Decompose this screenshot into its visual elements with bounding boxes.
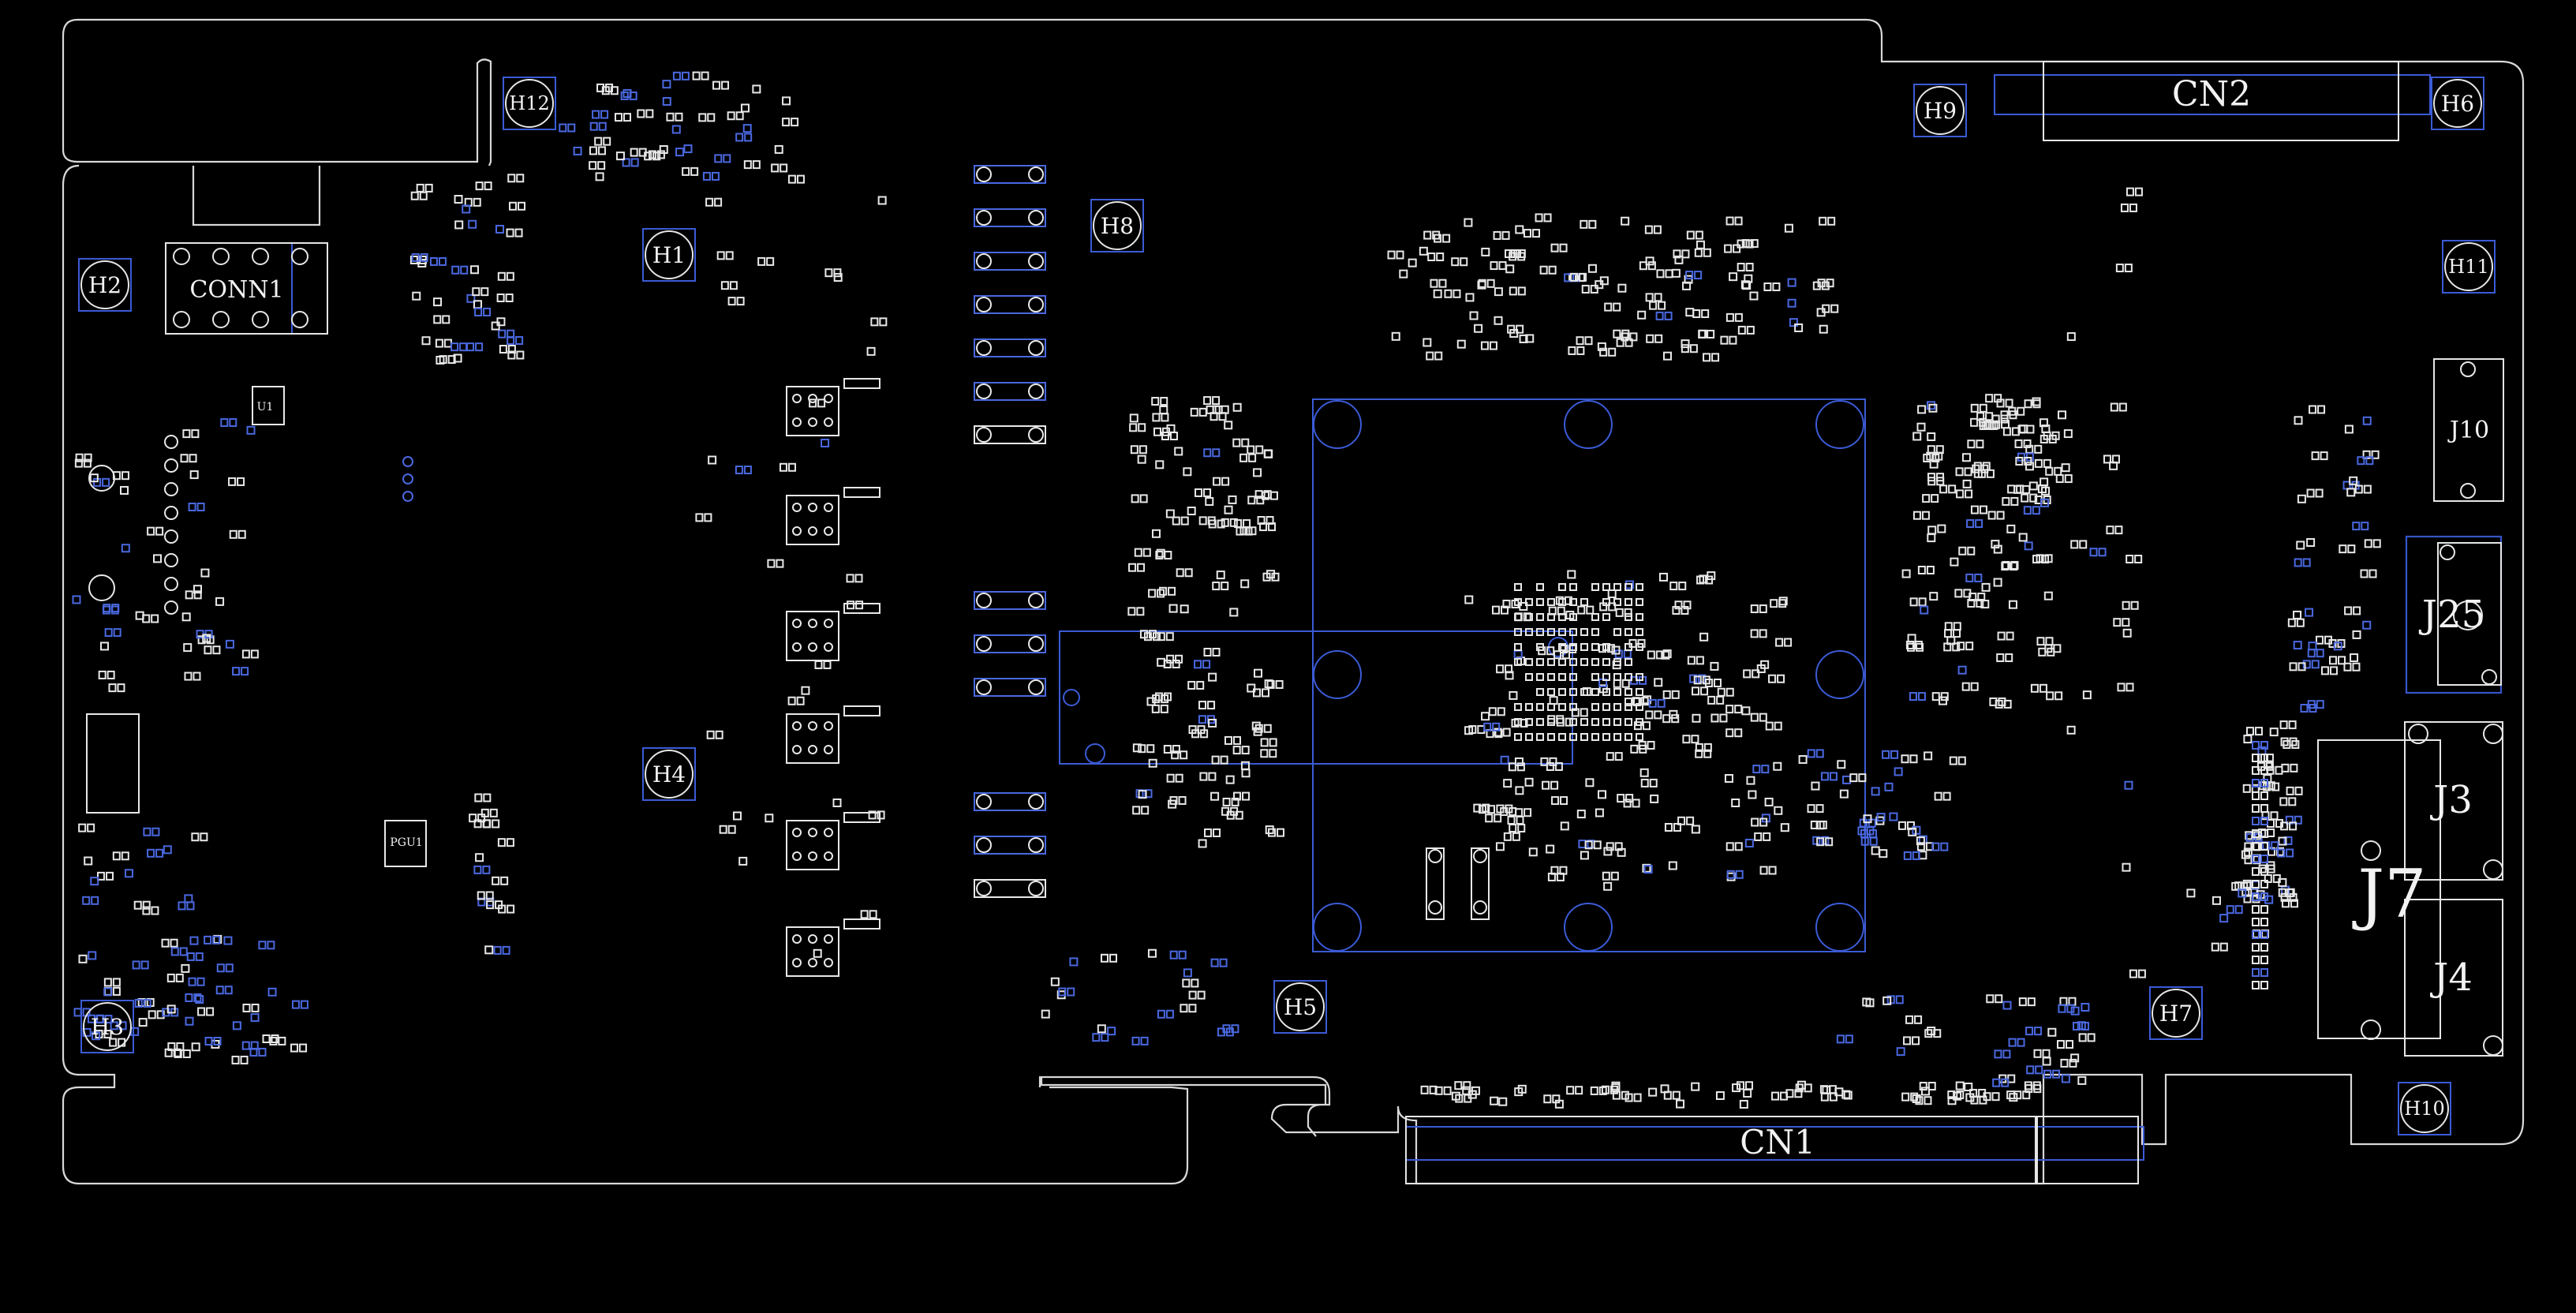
connector-label-j10: J10 bbox=[2447, 417, 2489, 444]
hole-label: H12 bbox=[509, 92, 549, 114]
hole-label: H9 bbox=[1924, 98, 1957, 124]
mounting-hole-h2: H2 bbox=[78, 258, 132, 312]
mounting-hole-h10: H10 bbox=[2398, 1082, 2451, 1135]
mounting-hole-h6: H6 bbox=[2431, 77, 2484, 130]
hole-label: H10 bbox=[2404, 1098, 2444, 1120]
connector-label-j4: J4 bbox=[2429, 956, 2473, 1000]
mounting-hole-h5: H5 bbox=[1273, 980, 1327, 1034]
hole-label: H7 bbox=[2159, 1001, 2193, 1027]
connector-label-j7: J7 bbox=[2351, 855, 2426, 933]
mounting-hole-h4: H4 bbox=[642, 747, 696, 801]
mounting-hole-h11: H11 bbox=[2442, 240, 2496, 294]
right-connectors bbox=[2317, 358, 2504, 1057]
hole-label: H2 bbox=[88, 272, 122, 298]
hole-label: H4 bbox=[652, 761, 686, 787]
mounting-hole-h1: H1 bbox=[642, 228, 696, 282]
component-footprints bbox=[72, 71, 2381, 1109]
connector-label-j25: J25 bbox=[2418, 593, 2485, 637]
mounting-hole-h8: H8 bbox=[1090, 199, 1144, 252]
hole-label: H6 bbox=[2441, 91, 2474, 117]
connector-label-cn2: CN2 bbox=[2172, 74, 2251, 114]
mounting-hole-h9: H9 bbox=[1913, 84, 1967, 137]
connector-label-j3: J3 bbox=[2429, 778, 2473, 822]
gpu-chip-outline bbox=[1059, 398, 1866, 952]
mounting-hole-h3: H3 bbox=[80, 1000, 134, 1053]
component-label-u1: U1 bbox=[257, 401, 274, 413]
mounting-hole-h7: H7 bbox=[2149, 986, 2203, 1040]
component-label-pgu1: PGU1 bbox=[390, 836, 422, 849]
hole-label: H5 bbox=[1284, 994, 1317, 1020]
edge-connector-cn1 bbox=[1405, 1116, 2144, 1184]
top-connector-cn2 bbox=[1994, 61, 2431, 141]
board-outline bbox=[62, 18, 2525, 1185]
hole-label: H8 bbox=[1101, 213, 1134, 239]
hole-label: H1 bbox=[652, 242, 686, 268]
hole-label: H3 bbox=[91, 1014, 124, 1040]
hole-label: H11 bbox=[2448, 256, 2488, 278]
power-connector-conn1 bbox=[165, 242, 328, 335]
connector-label-conn1: CONN1 bbox=[189, 276, 283, 304]
mounting-hole-h12: H12 bbox=[503, 77, 556, 130]
connector-label-cn1: CN1 bbox=[1740, 1123, 1815, 1162]
